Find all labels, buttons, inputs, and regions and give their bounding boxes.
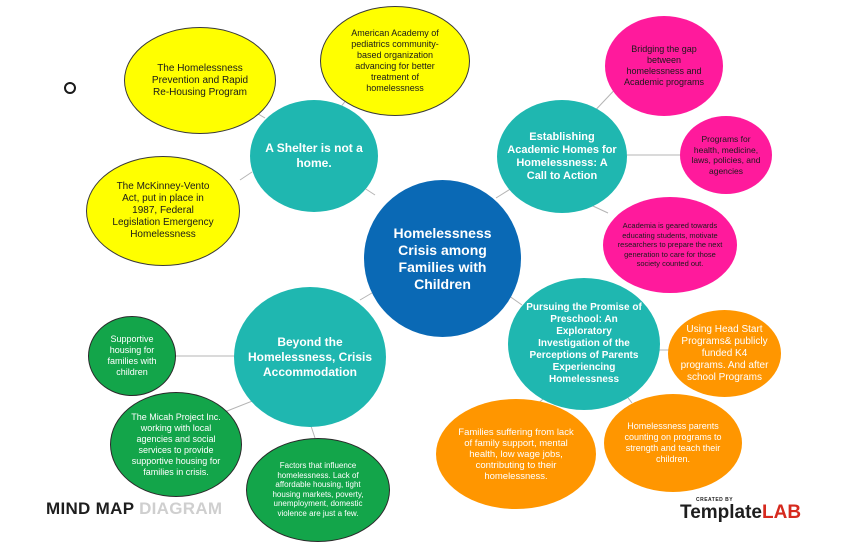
node-supportive[interactable]: Supportive housing for families with chi… (88, 316, 176, 396)
templatelab-logo: CREATED BY TemplateLAB (680, 497, 801, 523)
node-academia[interactable]: Academia is geared towards educating stu… (603, 197, 737, 293)
node-factors[interactable]: Factors that influence homelessness. Lac… (246, 438, 390, 542)
node-parents[interactable]: Homelessness parents counting on program… (604, 394, 742, 492)
node-mckinney[interactable]: The McKinney-Vento Act, put in place in … (86, 156, 240, 266)
node-aap[interactable]: American Academy of pediatrics community… (320, 6, 470, 116)
connector-shelter-mckinney (239, 171, 253, 181)
node-micah[interactable]: The Micah Project Inc. working with loca… (110, 392, 242, 497)
node-preschool[interactable]: Pursuing the Promise of Preschool: An Ex… (508, 278, 660, 410)
node-programs[interactable]: Programs for health, medicine, laws, pol… (680, 116, 772, 194)
node-shelter[interactable]: A Shelter is not a home. (250, 100, 378, 212)
brand-tag: CREATED BY (696, 497, 734, 503)
circle-marker-icon (64, 82, 76, 94)
diagram-title: MIND MAP DIAGRAM (46, 499, 223, 518)
node-families[interactable]: Families suffering from lack of family s… (436, 399, 596, 509)
node-prevention[interactable]: The Homelessness Prevention and Rapid Re… (124, 27, 276, 134)
brand-name: TemplateLAB (680, 502, 802, 523)
node-beyond[interactable]: Beyond the Homelessness, Crisis Accommod… (234, 287, 386, 427)
node-headstart[interactable]: Using Head Start Programs& publicly fund… (668, 310, 781, 397)
node-center[interactable]: Homelessness Crisis among Families with … (364, 180, 521, 337)
node-academic[interactable]: Establishing Academic Homes for Homeless… (497, 100, 627, 213)
node-bridging[interactable]: Bridging the gap between homelessness an… (605, 16, 723, 116)
